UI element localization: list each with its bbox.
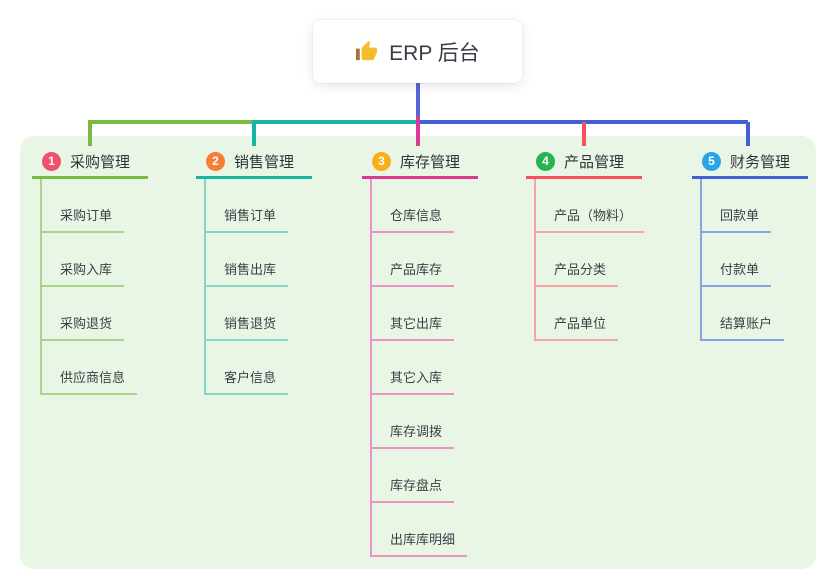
branch-purchase: 1 采购管理 采购订单 采购入库 采购退货 供应商信息 (32, 146, 148, 395)
root-node-title: ERP 后台 (389, 41, 480, 65)
branch-label: 库存管理 (400, 153, 461, 171)
node-label: 产品单位 (536, 313, 619, 341)
mindmap-node[interactable]: 采购入库 (42, 233, 137, 287)
branch-number-badge: 5 (702, 151, 721, 171)
node-label: 销售出库 (206, 259, 289, 287)
mindmap-node[interactable]: 产品分类 (536, 233, 644, 287)
node-label: 销售退货 (206, 313, 289, 341)
node-label: 采购入库 (42, 259, 125, 287)
branch-children: 回款单 付款单 结算账户 (700, 179, 785, 341)
branch-label: 财务管理 (730, 153, 791, 171)
mindmap-node[interactable]: 产品单位 (536, 287, 644, 341)
branch-children: 产品（物料） 产品分类 产品单位 (534, 179, 645, 341)
branch-header[interactable]: 2 销售管理 (196, 146, 312, 179)
branch-header[interactable]: 4 产品管理 (526, 146, 642, 179)
node-label: 仓库信息 (372, 205, 455, 233)
mindmap-node[interactable]: 客户信息 (206, 341, 289, 395)
branch-number-badge: 2 (206, 151, 225, 171)
branch-number-badge: 1 (42, 151, 61, 171)
branch-label: 采购管理 (70, 153, 131, 171)
branch-header[interactable]: 1 采购管理 (32, 146, 148, 179)
mindmap-node[interactable]: 销售出库 (206, 233, 289, 287)
node-label: 其它出库 (372, 313, 455, 341)
thumbs-up-icon (356, 40, 378, 61)
mindmap-background-panel (20, 136, 816, 569)
mindmap-node[interactable]: 采购退货 (42, 287, 137, 341)
node-label: 库存调拨 (372, 421, 455, 449)
node-label: 其它入库 (372, 367, 455, 395)
mindmap-node[interactable]: 库存调拨 (372, 395, 467, 449)
mindmap-node[interactable]: 仓库信息 (372, 179, 467, 233)
branch-number-badge: 4 (536, 151, 555, 171)
branch-header[interactable]: 3 库存管理 (362, 146, 478, 179)
node-label: 供应商信息 (42, 367, 138, 395)
branch-sales: 2 销售管理 销售订单 销售出库 销售退货 客户信息 (196, 146, 312, 395)
mindmap-node[interactable]: 结算账户 (702, 287, 785, 341)
branch-inventory: 3 库存管理 仓库信息 产品库存 其它出库 其它入库 库存调拨 库存盘点 出库库… (362, 146, 478, 557)
mindmap-node[interactable]: 其它出库 (372, 287, 467, 341)
mindmap-node[interactable]: 采购订单 (42, 179, 137, 233)
node-label: 结算账户 (702, 313, 785, 341)
mindmap-node[interactable]: 出库库明细 (372, 503, 468, 557)
branch-finance: 5 财务管理 回款单 付款单 结算账户 (692, 146, 808, 341)
root-node[interactable]: ERP 后台 (313, 20, 522, 83)
mindmap-node[interactable]: 供应商信息 (42, 341, 138, 395)
mindmap-node[interactable]: 库存盘点 (372, 449, 467, 503)
node-label: 回款单 (702, 205, 772, 233)
node-label: 产品库存 (372, 259, 455, 287)
mindmap-node[interactable]: 其它入库 (372, 341, 467, 395)
node-label: 客户信息 (206, 367, 289, 395)
node-label: 出库库明细 (372, 529, 468, 557)
mindmap-node[interactable]: 产品库存 (372, 233, 467, 287)
mindmap-node[interactable]: 产品（物料） (536, 179, 645, 233)
node-label: 付款单 (702, 259, 772, 287)
mindmap-node[interactable]: 回款单 (702, 179, 784, 233)
node-label: 库存盘点 (372, 475, 455, 503)
branch-header[interactable]: 5 财务管理 (692, 146, 808, 179)
node-label: 产品（物料） (536, 205, 645, 233)
mindmap-node[interactable]: 销售订单 (206, 179, 289, 233)
branch-label: 销售管理 (234, 153, 295, 171)
node-label: 采购订单 (42, 205, 125, 233)
branch-product: 4 产品管理 产品（物料） 产品分类 产品单位 (526, 146, 645, 341)
node-label: 采购退货 (42, 313, 125, 341)
branch-label: 产品管理 (564, 153, 625, 171)
mindmap-node[interactable]: 付款单 (702, 233, 784, 287)
branch-number-badge: 3 (372, 151, 391, 171)
branch-children: 仓库信息 产品库存 其它出库 其它入库 库存调拨 库存盘点 出库库明细 (370, 179, 468, 557)
branch-children: 销售订单 销售出库 销售退货 客户信息 (204, 179, 289, 395)
node-label: 产品分类 (536, 259, 619, 287)
node-label: 销售订单 (206, 205, 289, 233)
mindmap-node[interactable]: 销售退货 (206, 287, 289, 341)
branch-children: 采购订单 采购入库 采购退货 供应商信息 (40, 179, 138, 395)
